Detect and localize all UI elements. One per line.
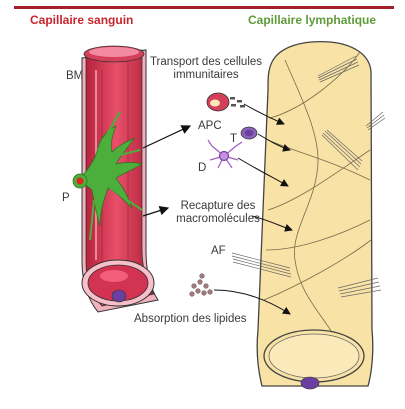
transport-label-line2: immunitaires [136, 69, 276, 82]
arrow-to-recapture [143, 208, 168, 216]
transport-label: Transport des cellules immunitaires [136, 56, 276, 82]
apc-cell-icon [207, 93, 245, 111]
pericyte-label: P [62, 192, 70, 205]
lymph-nucleus [301, 377, 319, 389]
lipid-droplets-icon [190, 274, 213, 297]
lymph-capillary-title: Capillaire lymphatique [248, 14, 376, 28]
arrow-to-transport [143, 126, 190, 148]
t-cell-icon [241, 127, 257, 139]
blood-nucleus [112, 290, 126, 302]
d-label: D [198, 162, 206, 175]
absorption-label: Absorption des lipides [134, 313, 247, 326]
t-label: T [230, 133, 237, 146]
recapture-label-line1: Recapture des [168, 200, 268, 213]
bm-label: BM [66, 70, 83, 83]
recapture-label: Recapture des macromolécules [168, 200, 268, 226]
blood-capillary-title: Capillaire sanguin [30, 14, 133, 28]
lymphatic-capillary [257, 42, 373, 389]
apc-label: APC [198, 120, 222, 133]
transport-label-line1: Transport des cellules [136, 56, 276, 69]
top-bar [14, 6, 394, 9]
recapture-label-line2: macromolécules [168, 213, 268, 226]
af-label: AF [211, 245, 226, 258]
